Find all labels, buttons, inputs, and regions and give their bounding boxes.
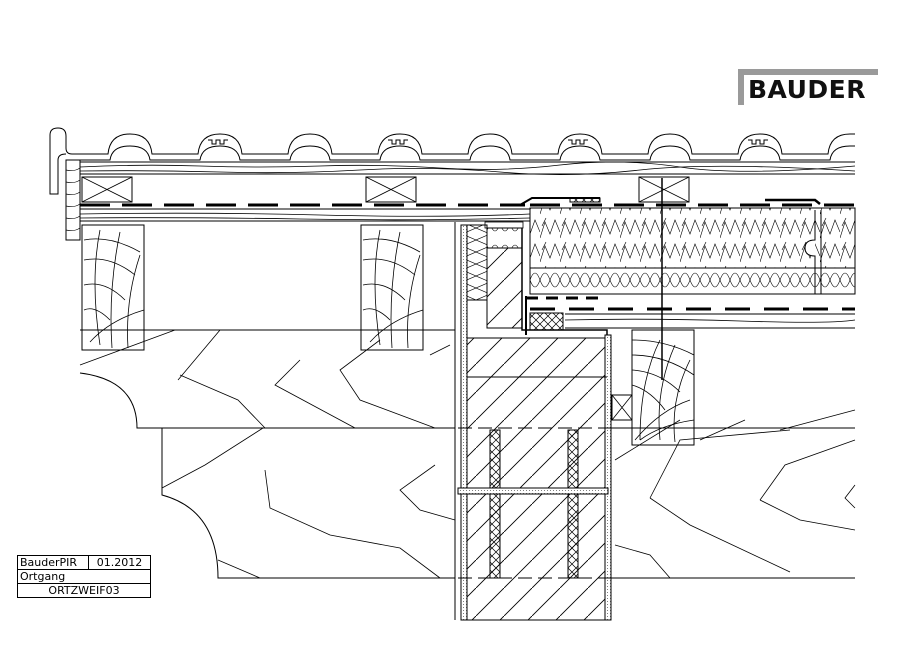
logo-bar-top <box>738 69 878 75</box>
pir-insulation <box>529 207 856 295</box>
product-name: BauderPIR <box>18 556 89 569</box>
logo-bar-left <box>738 69 744 105</box>
title-block-row-1: BauderPIR 01.2012 <box>18 556 150 570</box>
title-block: BauderPIR 01.2012 Ortgang ORTZWEIF03 <box>17 555 151 598</box>
lower-boarding <box>529 312 856 331</box>
drawing-date: 01.2012 <box>96 556 143 569</box>
upper-beam <box>79 329 456 429</box>
timber-boarding <box>79 208 531 222</box>
bauder-logo: BAUDER <box>738 69 878 105</box>
right-beam <box>612 409 856 579</box>
title-block-row-3: ORTZWEIF03 <box>18 584 150 597</box>
title-block-row-2: Ortgang <box>18 570 150 584</box>
detail-name: Ortgang <box>20 570 66 583</box>
batten-layer <box>79 161 856 175</box>
drawing-id: ORTZWEIF03 <box>48 584 120 597</box>
vapour-control-layer <box>525 296 855 335</box>
logo-text: BAUDER <box>748 75 867 104</box>
masonry-wall <box>454 221 612 621</box>
rafter-middle <box>360 224 424 351</box>
lower-beam <box>161 427 456 579</box>
roof-tiles <box>49 127 855 195</box>
rafter-left <box>81 224 145 351</box>
purlin-right <box>611 329 695 446</box>
counter-battens <box>81 176 690 203</box>
underlay-membrane <box>80 197 855 207</box>
verge-board <box>65 159 81 241</box>
